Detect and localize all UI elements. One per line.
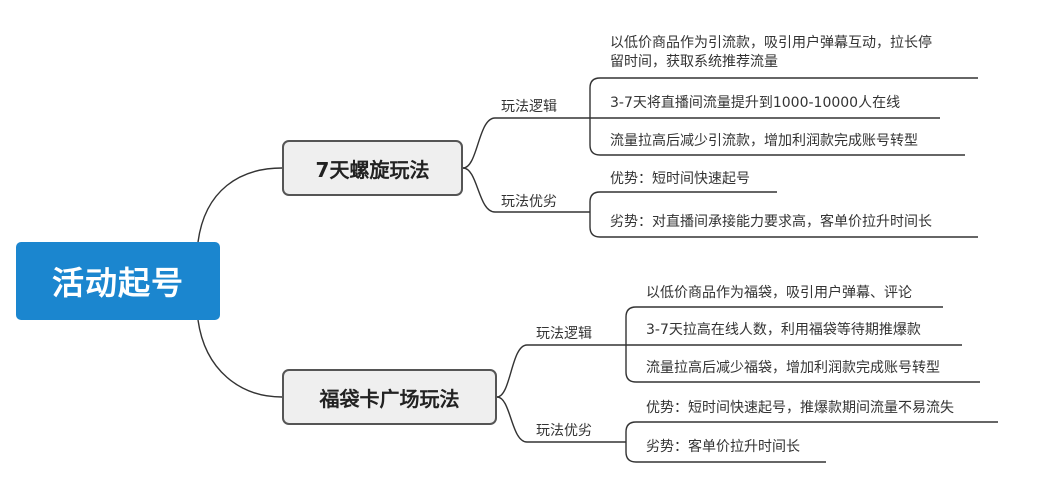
sub-node-logic[interactable]: 玩法逻辑 xyxy=(536,326,592,342)
leaf-node[interactable]: 以低价商品作为引流款，吸引用户弹幕互动，拉长停 留时间，获取系统推荐流量 xyxy=(610,34,932,72)
connector-leaf xyxy=(589,212,978,238)
connector-branch2-sub2 xyxy=(496,396,626,443)
connector-branch1-sub1 xyxy=(462,117,590,169)
connector-leaf xyxy=(625,442,826,463)
leaf-text-line: 以低价商品作为引流款，吸引用户弹幕互动，拉长停 xyxy=(610,35,932,51)
connector-leaf xyxy=(589,77,978,118)
branch-node-lucky-bag[interactable]: 福袋卡广场玩法 xyxy=(282,369,497,425)
root-node[interactable]: 活动起号 xyxy=(16,242,220,320)
connector-leaf xyxy=(625,345,980,383)
leaf-node[interactable]: 劣势：对直播间承接能力要求高，客单价拉升时间长 xyxy=(610,214,932,230)
leaf-node[interactable]: 3-7天拉高在线人数，利用福袋等待期推爆款 xyxy=(646,322,921,338)
connector-root-branch-2 xyxy=(197,319,283,398)
leaf-node[interactable]: 以低价商品作为福袋，吸引用户弹幕、评论 xyxy=(646,285,912,301)
leaf-node[interactable]: 优势：短时间快速起号 xyxy=(610,171,750,187)
leaf-node[interactable]: 优势：短时间快速起号，推爆款期间流量不易流失 xyxy=(646,400,954,416)
sub-node-pros-cons[interactable]: 玩法优劣 xyxy=(501,194,557,210)
leaf-text-line: 留时间，获取系统推荐流量 xyxy=(610,54,778,70)
leaf-node[interactable]: 流量拉高后减少福袋，增加利润款完成账号转型 xyxy=(646,360,940,376)
connector-leaf xyxy=(625,306,943,345)
branch-node-spiral[interactable]: 7天螺旋玩法 xyxy=(282,140,463,196)
connector-branch1-sub2 xyxy=(462,167,590,213)
connector-root-branch-1 xyxy=(197,167,283,243)
connector-branch2-sub1 xyxy=(496,344,626,398)
leaf-node[interactable]: 劣势：客单价拉升时间长 xyxy=(646,439,800,455)
leaf-node[interactable]: 3-7天将直播间流量提升到1000-10000人在线 xyxy=(610,95,901,111)
connector-leaf xyxy=(589,118,965,156)
connector-leaf xyxy=(589,191,777,212)
sub-node-logic[interactable]: 玩法逻辑 xyxy=(501,99,557,115)
connector-leaf xyxy=(625,421,998,442)
leaf-node[interactable]: 流量拉高后减少引流款，增加利润款完成账号转型 xyxy=(610,133,918,149)
sub-node-pros-cons[interactable]: 玩法优劣 xyxy=(536,423,592,439)
